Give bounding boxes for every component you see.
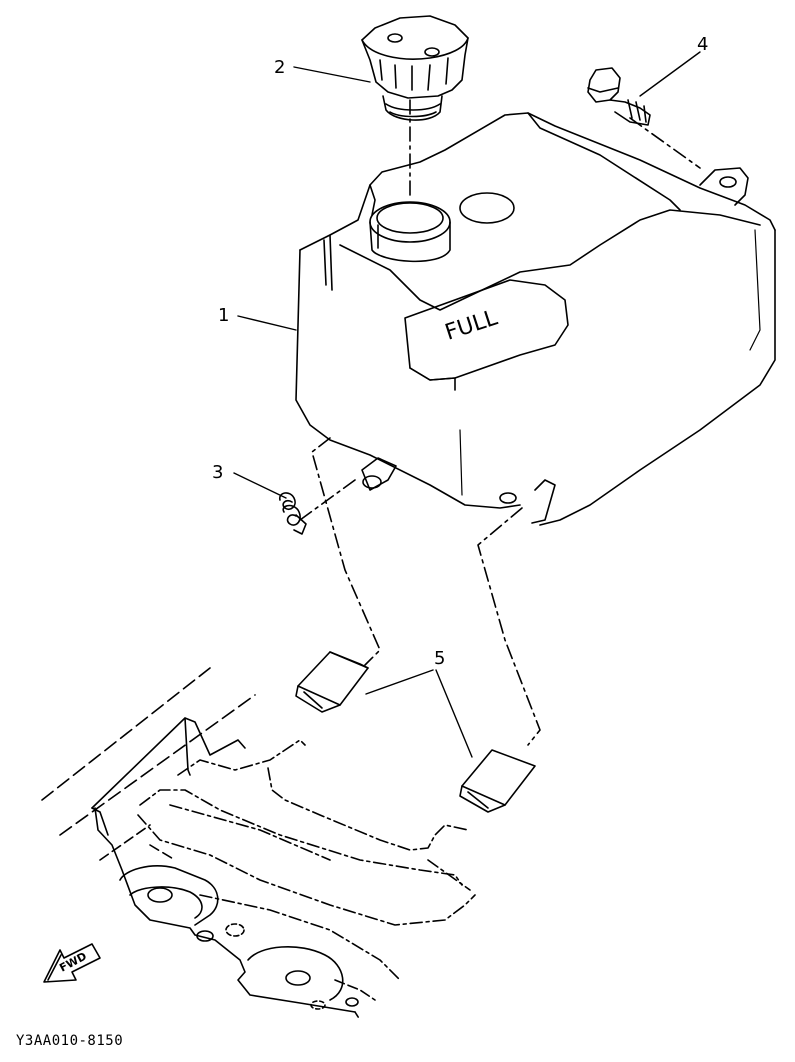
callout-5: 5 bbox=[434, 648, 446, 669]
bolt bbox=[587, 67, 651, 126]
alignment-lines bbox=[299, 99, 701, 746]
tank-cap bbox=[361, 15, 469, 121]
callout-2: 2 bbox=[274, 57, 286, 78]
callout-4: 4 bbox=[697, 34, 709, 55]
fuel-tank: FULL bbox=[295, 112, 776, 526]
callout-1: 1 bbox=[218, 305, 230, 326]
frame-bracket bbox=[41, 667, 476, 1021]
drawing-code: Y3AA010-8150 bbox=[16, 1033, 124, 1049]
callout-3: 3 bbox=[212, 462, 224, 483]
damper-left bbox=[295, 651, 369, 713]
fwd-arrow-icon bbox=[43, 943, 101, 983]
damper-right bbox=[459, 749, 536, 813]
hose-clamp bbox=[279, 492, 307, 535]
leader-lines bbox=[233, 51, 701, 758]
tank-full-marking: FULL bbox=[442, 305, 501, 345]
